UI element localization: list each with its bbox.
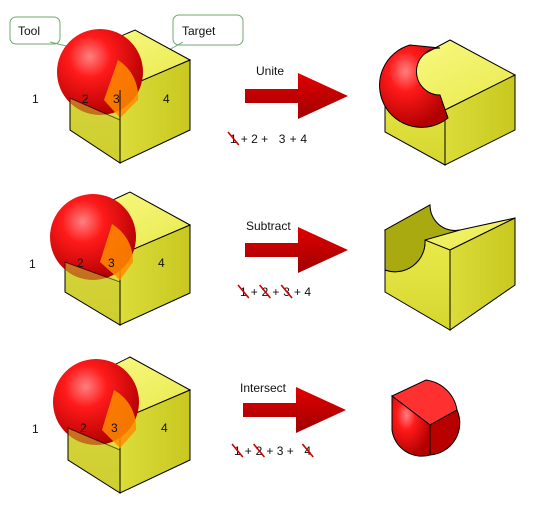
equation-term: 4 (300, 132, 307, 146)
result-cube-side (449, 217, 516, 331)
target-callout-label: Target (182, 24, 216, 38)
tool-callout: Tool (9, 16, 84, 51)
unite-arrow-icon (245, 73, 348, 119)
carved-cavity (384, 204, 461, 273)
equation-term: + (251, 285, 258, 299)
subtract-result-figure (383, 204, 516, 331)
region-label-3: 3 (113, 92, 120, 106)
region-label-1: 1 (32, 422, 39, 436)
region-label-3: 3 (111, 421, 118, 435)
united-sphere (379, 44, 449, 128)
inner-region (67, 427, 121, 494)
unite-input-figure (57, 29, 192, 164)
intersect-input-figure (53, 356, 192, 494)
strike-mark (252, 443, 266, 458)
subtract-equation: 1+2+3+ 4 (237, 284, 311, 299)
overlap-region (104, 60, 139, 118)
region-label-4: 4 (163, 92, 170, 106)
region-label-1: 1 (32, 92, 39, 106)
equation-term: + 2 + (241, 132, 268, 146)
region-label-2: 2 (82, 92, 89, 106)
equation-term: 3 (279, 132, 286, 146)
target-callout: Target (159, 14, 244, 56)
equation-term: + (245, 444, 252, 458)
equation-term: + (272, 285, 279, 299)
intersect-equation: 1+2+ 3 +4 (231, 443, 314, 458)
intersect-arrow-icon (243, 387, 346, 433)
equation-term: + (290, 132, 297, 146)
equation-term: + 3 + (266, 444, 293, 458)
unite-operation-label: Unite (256, 64, 284, 78)
region-label-2: 2 (77, 256, 84, 270)
overlap-region (102, 390, 137, 448)
target-callout-box (172, 14, 244, 46)
intersect-operation-label: Intersect (240, 381, 287, 395)
overlap-region (100, 224, 134, 280)
region-label-2: 2 (80, 421, 87, 435)
subtract-input-figure (50, 191, 192, 326)
unite-result-figure (379, 39, 517, 166)
unite-equation: 1+ 2 +3+4 (227, 131, 307, 146)
strike-mark (227, 131, 240, 146)
intersect-side-face (429, 409, 461, 456)
tool-callout-label: Tool (18, 24, 40, 38)
strike-mark (237, 284, 250, 299)
tool-callout-box (9, 16, 61, 45)
strike-mark (280, 284, 293, 299)
region-label-4: 4 (161, 421, 168, 435)
result-cube-side (444, 74, 516, 166)
inner-region (64, 261, 121, 326)
strike-mark (231, 443, 244, 458)
subtract-operation-label: Subtract (246, 219, 291, 233)
region-label-1: 1 (29, 257, 36, 271)
region-label-3: 3 (108, 256, 115, 270)
intersect-result-figure (391, 379, 461, 457)
strike-mark (301, 443, 314, 458)
strike-mark (258, 284, 272, 299)
equation-term: + 4 (294, 285, 311, 299)
region-label-4: 4 (158, 256, 165, 270)
subtract-arrow-icon (245, 227, 348, 273)
